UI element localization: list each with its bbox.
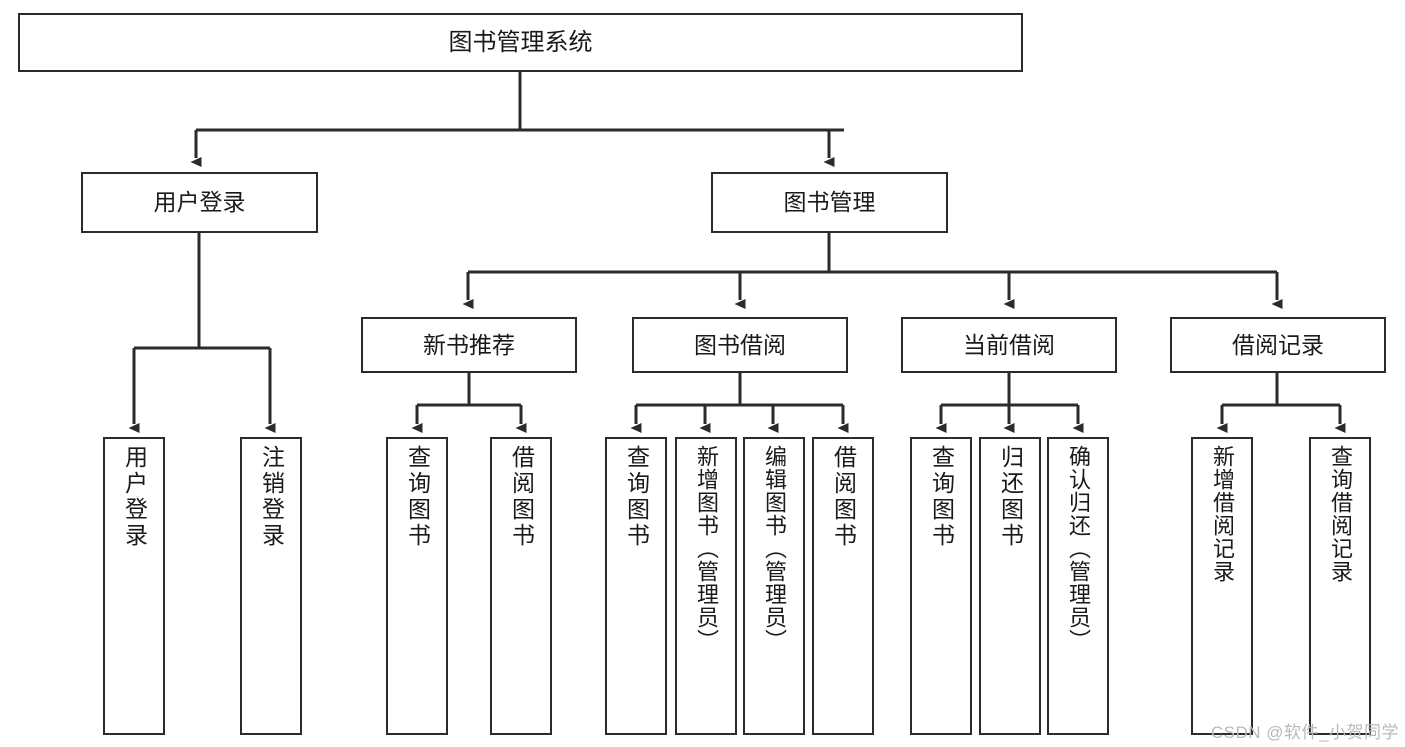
node-leaf-query-book-2[interactable]: 查询图书 (605, 437, 667, 735)
node-leaf-query-book-3[interactable]: 查询图书 (910, 437, 972, 735)
node-book-borrow-label: 图书借阅 (694, 331, 786, 358)
node-new-book-rec-label: 新书推荐 (423, 331, 515, 358)
node-leaf-confirm-return[interactable]: 确认归还（管理员） (1047, 437, 1109, 735)
node-leaf-return-book[interactable]: 归还图书 (979, 437, 1041, 735)
node-book-manage[interactable]: 图书管理 (711, 172, 948, 233)
node-leaf-borrow-book-2[interactable]: 借阅图书 (812, 437, 874, 735)
node-new-book-rec[interactable]: 新书推荐 (361, 317, 577, 373)
node-book-borrow[interactable]: 图书借阅 (632, 317, 848, 373)
node-borrow-record[interactable]: 借阅记录 (1170, 317, 1386, 373)
node-root[interactable]: 图书管理系统 (18, 13, 1023, 72)
node-leaf-query-record-label: 查询借阅记录 (1328, 445, 1353, 583)
node-leaf-query-book-1-label: 查询图书 (404, 445, 431, 549)
node-user-login-label: 用户登录 (153, 189, 246, 216)
node-leaf-edit-book-label: 编辑图书（管理员） (762, 445, 787, 652)
node-leaf-query-book-2-label: 查询图书 (623, 445, 650, 549)
node-leaf-add-book[interactable]: 新增图书（管理员） (675, 437, 737, 735)
node-leaf-query-record[interactable]: 查询借阅记录 (1309, 437, 1371, 735)
node-leaf-add-book-label: 新增图书（管理员） (694, 445, 719, 652)
node-leaf-user-login-label: 用户登录 (121, 445, 148, 549)
watermark: CSDN @软件_小贺同学 (1210, 723, 1399, 742)
node-leaf-edit-book[interactable]: 编辑图书（管理员） (743, 437, 805, 735)
node-current-borrow[interactable]: 当前借阅 (901, 317, 1117, 373)
node-book-manage-label: 图书管理 (783, 189, 876, 216)
node-leaf-borrow-book-2-label: 借阅图书 (830, 445, 857, 549)
node-leaf-user-logout[interactable]: 注销登录 (240, 437, 302, 735)
node-user-login[interactable]: 用户登录 (81, 172, 318, 233)
node-root-label: 图书管理系统 (448, 28, 593, 56)
node-leaf-query-book-3-label: 查询图书 (928, 445, 955, 549)
node-leaf-borrow-book-1[interactable]: 借阅图书 (490, 437, 552, 735)
node-leaf-return-book-label: 归还图书 (997, 445, 1024, 549)
node-leaf-user-logout-label: 注销登录 (258, 445, 285, 549)
node-leaf-add-record-label: 新增借阅记录 (1210, 445, 1235, 583)
node-leaf-add-record[interactable]: 新增借阅记录 (1191, 437, 1253, 735)
node-leaf-query-book-1[interactable]: 查询图书 (386, 437, 448, 735)
node-borrow-record-label: 借阅记录 (1232, 331, 1324, 358)
node-leaf-user-login[interactable]: 用户登录 (103, 437, 165, 735)
node-current-borrow-label: 当前借阅 (963, 331, 1055, 358)
node-leaf-borrow-book-1-label: 借阅图书 (508, 445, 535, 549)
node-leaf-confirm-return-label: 确认归还（管理员） (1066, 445, 1091, 652)
